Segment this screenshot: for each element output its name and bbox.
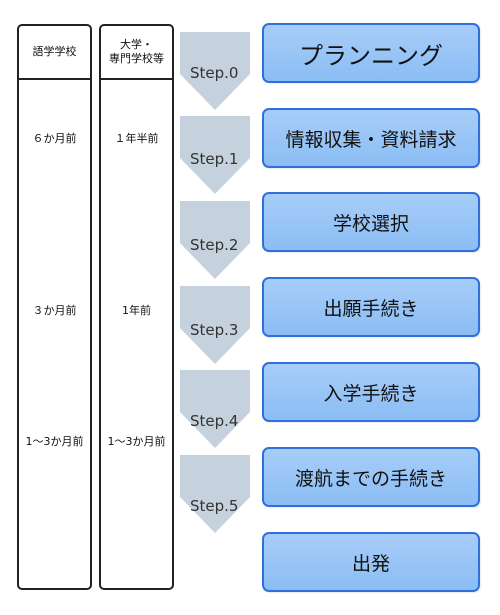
step-box-pre-departure: 渡航までの手続き <box>262 447 480 507</box>
university-time-1-3-months: 1〜3か月前 <box>107 435 166 448</box>
language-school-time-6-months: ６か月前 <box>32 132 77 145</box>
step-arrow-3 <box>180 286 250 364</box>
step-label-3: Step.3 <box>190 321 239 339</box>
university-time-1-year: 1年前 <box>122 304 151 317</box>
step-label-1: Step.1 <box>190 150 239 168</box>
language-school-header: 語学学校 <box>19 26 90 80</box>
step-label-5: Step.5 <box>190 497 239 515</box>
step-box-departure: 出発 <box>262 532 480 592</box>
university-header: 大学・ 専門学校等 <box>101 26 172 80</box>
step-arrow-5 <box>180 455 250 533</box>
step-label-4: Step.4 <box>190 412 239 430</box>
step-box-planning: プランニング <box>262 23 480 83</box>
university-time-1-5-years: １年半前 <box>114 132 159 145</box>
step-label-0: Step.0 <box>190 64 239 82</box>
step-arrow-1 <box>180 116 250 194</box>
step-box-application: 出願手続き <box>262 277 480 337</box>
step-box-info-gathering: 情報収集・資料請求 <box>262 108 480 168</box>
step-box-enrollment: 入学手続き <box>262 362 480 422</box>
step-arrow-4 <box>180 370 250 448</box>
step-box-school-selection: 学校選択 <box>262 192 480 252</box>
step-arrow-2 <box>180 201 250 279</box>
step-arrow-0 <box>180 32 250 110</box>
university-column: 大学・ 専門学校等 １年半前 1年前 1〜3か月前 <box>99 24 174 590</box>
language-school-time-1-3-months: 1〜3か月前 <box>25 435 84 448</box>
step-label-2: Step.2 <box>190 236 239 254</box>
language-school-column: 語学学校 ６か月前 ３か月前 1〜3か月前 <box>17 24 92 590</box>
language-school-time-3-months: ３か月前 <box>32 304 77 317</box>
